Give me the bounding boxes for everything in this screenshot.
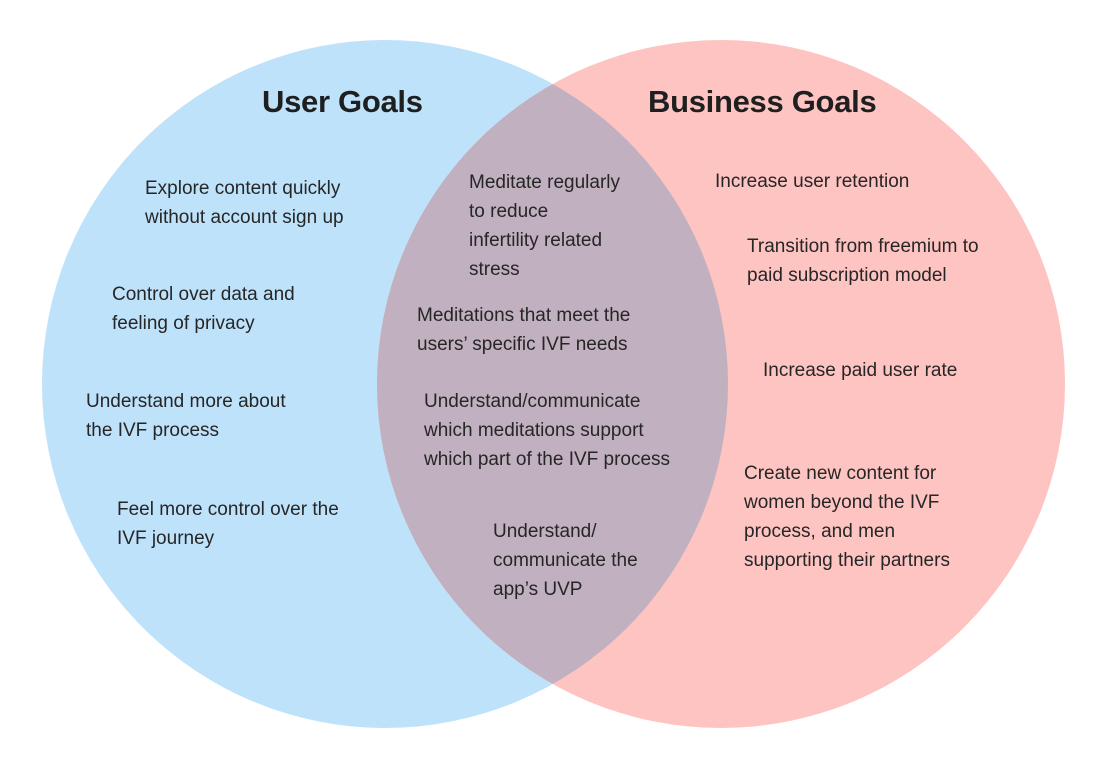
user-goal-item: Understand more about the IVF process	[86, 391, 286, 441]
user-goal-item: Control over data and feeling of privacy	[112, 284, 295, 334]
shared-goal-item: Understand/ communicate the app’s UVP	[493, 521, 638, 600]
user-goal-item: Explore content quickly without account …	[145, 178, 344, 228]
shared-goal-item: Understand/communicate which meditations…	[424, 391, 671, 470]
shared-goal-item: Meditate regularly to reduce infertility…	[469, 172, 621, 280]
business-goal-item: Increase user retention	[715, 171, 910, 192]
user-goal-item: Feel more control over the IVF journey	[117, 499, 339, 549]
business-goal-item: Increase paid user rate	[763, 360, 958, 381]
business-goal-item: Create new content for women beyond the …	[744, 463, 950, 571]
user-goals-title: User Goals	[262, 84, 423, 119]
business-goal-item: Transition from freemium to paid subscri…	[747, 236, 979, 286]
business-goals-circle	[377, 40, 1065, 728]
business-goals-title: Business Goals	[648, 84, 877, 119]
shared-goal-item: Meditations that meet the users’ specifi…	[417, 305, 631, 355]
